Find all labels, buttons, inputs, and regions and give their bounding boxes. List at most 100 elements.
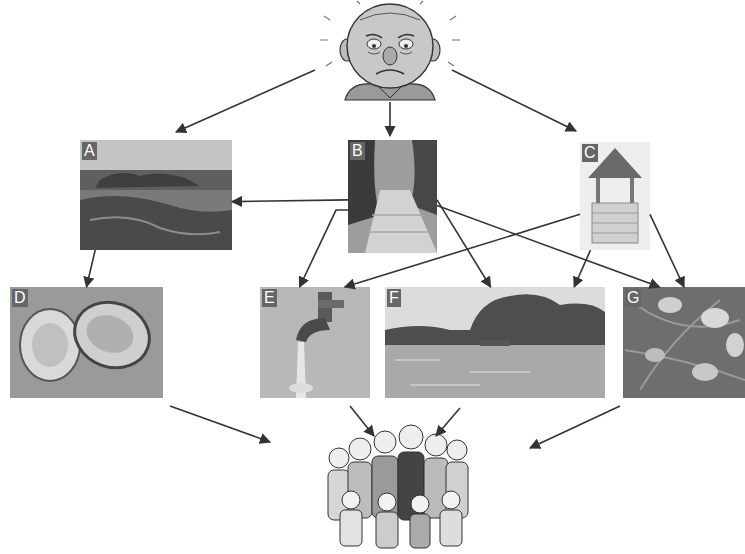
people-group-part xyxy=(342,491,360,509)
photo-pond-part xyxy=(480,340,510,346)
photo-plants-part xyxy=(701,308,729,328)
sick-man-part xyxy=(320,1,460,66)
figure-arrows-part xyxy=(436,408,460,436)
people-group-part xyxy=(447,440,467,460)
sick-man-part xyxy=(398,34,414,38)
photo-plants-part xyxy=(623,287,745,398)
photo-pond-part xyxy=(385,345,605,398)
panel-letter: A xyxy=(82,142,97,160)
panel-letter: B xyxy=(350,142,365,160)
sick-man-part xyxy=(376,70,404,74)
photo-oysters xyxy=(10,287,163,398)
photo-oysters-part xyxy=(81,309,138,359)
flow-arrow xyxy=(345,214,580,287)
photo-oysters-part xyxy=(20,309,80,381)
flow-arrow xyxy=(87,250,96,287)
photo-tap-part xyxy=(296,318,330,342)
people-group-part xyxy=(440,510,462,546)
people-group-part xyxy=(376,512,398,548)
figure-arrows-part xyxy=(350,406,374,436)
photo-tap xyxy=(260,287,370,398)
people-group-part xyxy=(349,438,371,460)
sick-man-part xyxy=(383,47,397,65)
flow-arrow xyxy=(437,200,491,287)
photo-sea-rocks-part xyxy=(80,170,232,190)
photo-pond-part xyxy=(385,294,605,345)
flow-arrow xyxy=(437,206,660,287)
people-group-part xyxy=(410,514,430,548)
people-group-part xyxy=(442,491,460,509)
photo-plants-part xyxy=(625,300,745,390)
flow-arrow xyxy=(232,200,348,202)
photo-oysters-part xyxy=(32,323,68,367)
photo-plants xyxy=(623,287,745,398)
photo-panel: F xyxy=(385,287,605,398)
photo-panel: E xyxy=(260,287,370,398)
sick-man-part xyxy=(372,44,376,48)
photo-river-part xyxy=(368,215,430,232)
people-group-part xyxy=(372,456,398,518)
panel-letter: D xyxy=(12,289,28,307)
panel-letter: G xyxy=(625,289,641,307)
sick-man-part xyxy=(366,34,382,38)
photo-oysters-part xyxy=(10,287,163,398)
photo-pond-part xyxy=(385,287,605,398)
people-group-part xyxy=(425,434,447,456)
panel-letter: E xyxy=(262,289,277,307)
people-group-part xyxy=(399,425,423,449)
photo-well-part xyxy=(580,142,650,250)
photo-plants-part xyxy=(658,297,682,313)
photo-sea-rocks-part xyxy=(95,173,200,188)
figure-arrows-part xyxy=(170,406,270,442)
photo-sea-rocks-part xyxy=(90,217,220,234)
flow-arrow xyxy=(650,214,684,287)
figure-arrows-part xyxy=(389,102,391,136)
people-group-part xyxy=(374,431,396,453)
photo-tap-part xyxy=(289,383,313,393)
people-group-part xyxy=(411,495,429,513)
photo-well xyxy=(580,142,650,250)
sick-man-part xyxy=(367,39,381,49)
figure-arrows-part xyxy=(530,406,620,448)
sick-man-part xyxy=(399,39,413,49)
figure-arrows-part xyxy=(452,70,576,131)
photo-tap-part xyxy=(318,300,344,308)
figure-arrows xyxy=(170,70,620,448)
photo-river xyxy=(348,140,437,253)
sick-man-part xyxy=(404,44,408,48)
photo-sea-rocks-part xyxy=(80,140,232,250)
photo-oysters-part xyxy=(65,292,158,378)
photo-plants-part xyxy=(726,333,744,357)
flow-arrow xyxy=(300,210,348,287)
people-group-part xyxy=(329,448,349,468)
photo-pond-part xyxy=(395,360,530,385)
photo-panel: C xyxy=(580,142,650,250)
sick-man-part xyxy=(347,4,433,88)
photo-well-part xyxy=(592,203,638,243)
photo-well-part xyxy=(592,213,638,233)
photo-plants-part xyxy=(692,363,718,381)
people-group-part xyxy=(340,510,362,546)
photo-panel: B xyxy=(348,140,437,253)
sick-man xyxy=(320,1,460,100)
photo-tap-part xyxy=(260,287,370,398)
photo-panel: A xyxy=(80,140,232,250)
photo-panel: D xyxy=(10,287,163,398)
photo-river-part xyxy=(348,140,437,253)
photo-river-part xyxy=(365,190,437,253)
photo-well-part xyxy=(596,178,600,203)
photo-sea-rocks-part xyxy=(80,196,232,250)
flow-arrow xyxy=(574,250,590,287)
photo-sea-rocks xyxy=(80,140,232,250)
panel-letter: F xyxy=(387,289,401,307)
photo-panel: G xyxy=(623,287,745,398)
sick-man-part xyxy=(360,13,420,20)
people-group-part xyxy=(378,493,396,511)
photo-well-part xyxy=(630,178,634,203)
panel-letter: C xyxy=(582,144,598,162)
people-group xyxy=(328,425,468,548)
photo-sea-rocks-part xyxy=(80,140,232,170)
photo-plants-part xyxy=(645,348,665,362)
